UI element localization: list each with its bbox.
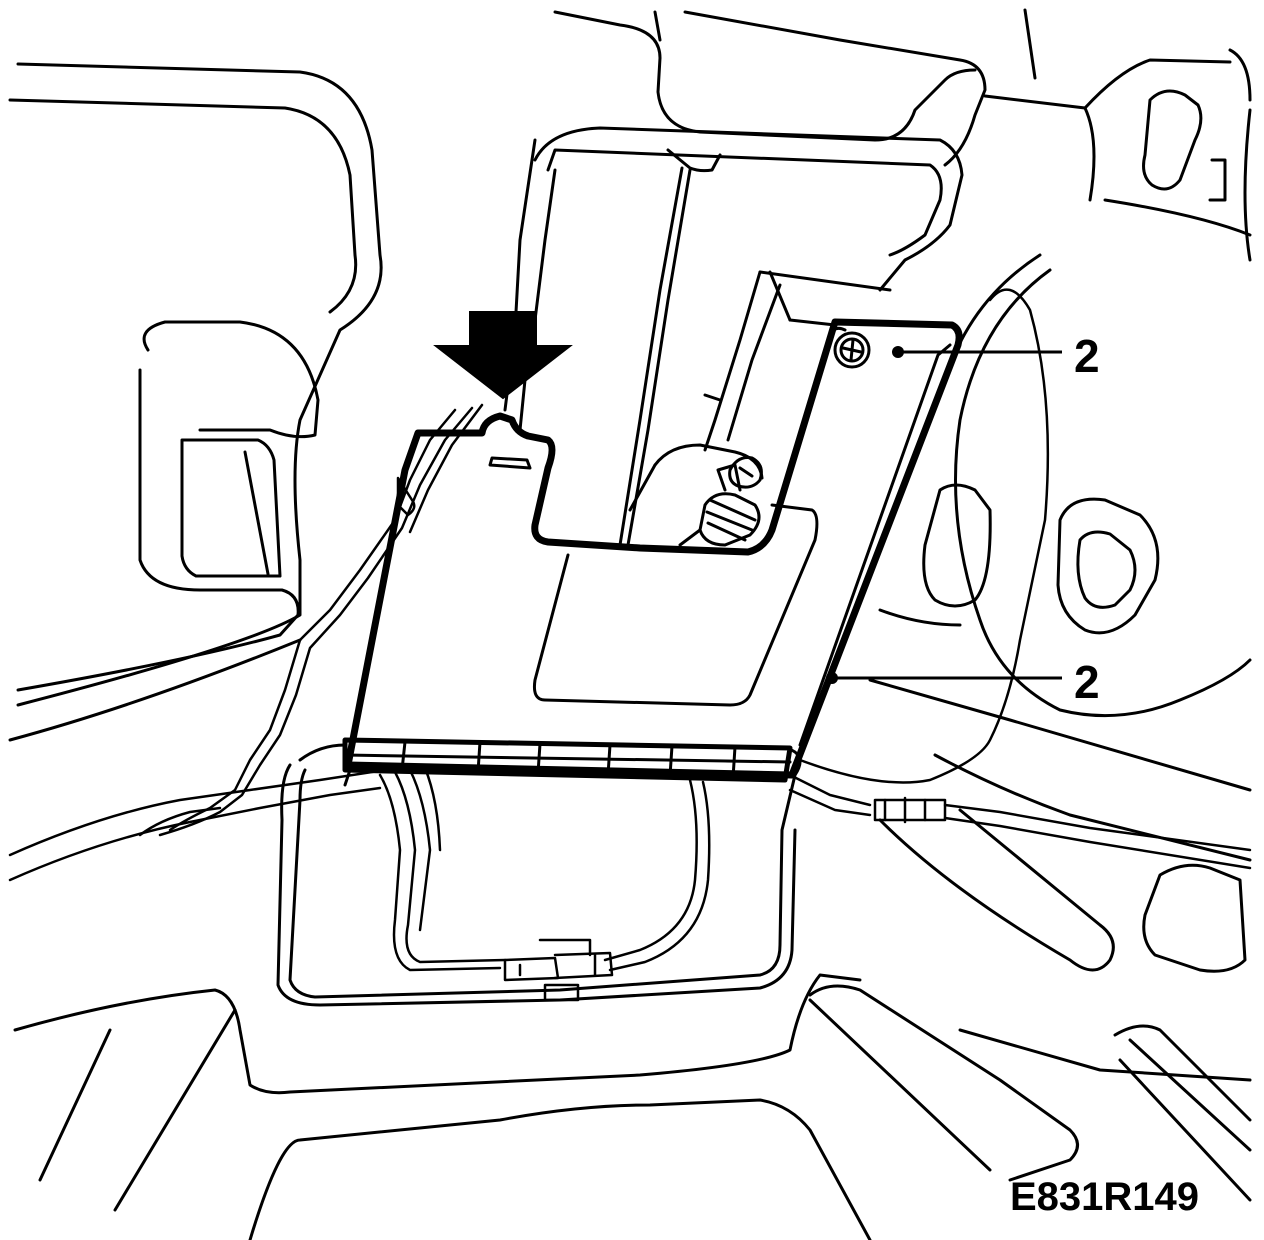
control-module bbox=[344, 318, 963, 779]
module-base-strip bbox=[342, 737, 793, 783]
floor-panels bbox=[13, 973, 1252, 1240]
mounting-screw bbox=[833, 331, 871, 369]
body-panel-top bbox=[553, 8, 1252, 202]
cutout-lower bbox=[276, 743, 802, 1007]
bolt-assembly bbox=[628, 443, 764, 547]
wiring-harness bbox=[8, 288, 1252, 1002]
callout-label-screw: 2 bbox=[1074, 330, 1100, 382]
callout-leaders bbox=[826, 346, 1062, 684]
body-panel-left bbox=[8, 62, 383, 742]
figure-id: E831R149 bbox=[1010, 1175, 1199, 1219]
body-panel-right bbox=[868, 89, 1252, 973]
callout-label-edge: 2 bbox=[1074, 656, 1100, 708]
down-arrow-icon bbox=[433, 311, 573, 400]
